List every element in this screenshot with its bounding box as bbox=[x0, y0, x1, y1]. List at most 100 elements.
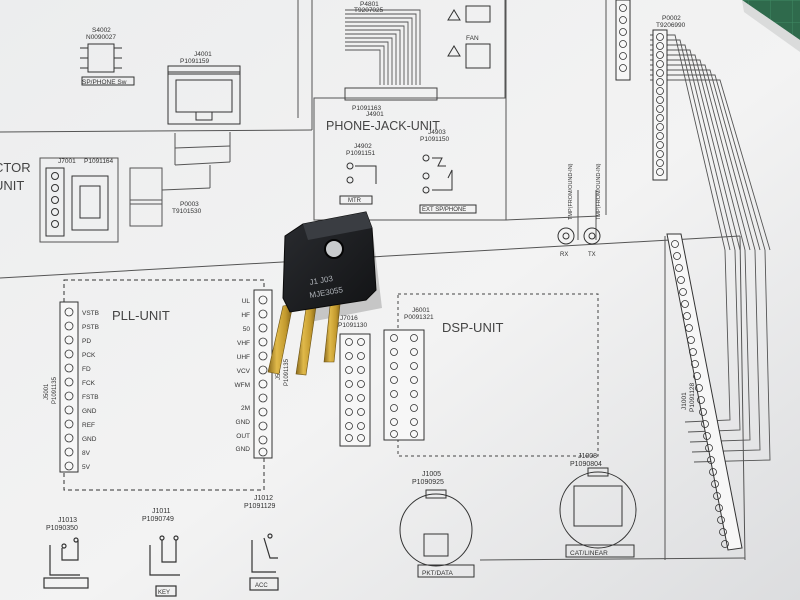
bottom-conn-part: P1090925 bbox=[412, 479, 444, 486]
j1001-part-label: P1091128 bbox=[689, 382, 696, 412]
bottom-connector-labels: J1013 P1090350 J1011 P1090749 KEY J1012 … bbox=[46, 453, 608, 596]
pll-pin-label: UHF bbox=[237, 354, 250, 361]
pll-pin-label: VCV bbox=[237, 368, 251, 375]
j4001-jack bbox=[167, 65, 241, 125]
transistor-marking-1: J1 J03 bbox=[309, 274, 334, 287]
j4903-part-label: P1091150 bbox=[420, 136, 450, 143]
bottom-conn-caption: CAT/LINEAR bbox=[570, 550, 608, 557]
pll-pin-label: FCK bbox=[82, 380, 96, 387]
transistor-component: J1 J03 MJE3055 bbox=[267, 211, 382, 376]
p0002-part-label: T9206990 bbox=[656, 22, 686, 29]
pll-pin-label: FSTB bbox=[82, 394, 99, 401]
rx-tx-coax bbox=[557, 227, 601, 245]
sp-phone-sw-label: SP/PHONE Sw bbox=[82, 79, 127, 86]
p4801-part-label: T9207025 bbox=[354, 7, 384, 14]
j4001-label: J4001 bbox=[194, 51, 212, 58]
pll-right-pin-labels: UL HF 50 VHF UHF VCV WFM 2M GND OUT GND bbox=[234, 298, 250, 453]
pll-pin-label: 5V bbox=[82, 464, 91, 471]
j4901-part-label: P1091163 bbox=[352, 105, 382, 112]
pll-pin-label: GND bbox=[236, 446, 251, 453]
pll-pin-label: PCK bbox=[82, 352, 96, 359]
pll-pin-label: 8V bbox=[82, 450, 91, 457]
rx-label: RX bbox=[560, 252, 568, 258]
bottom-conn-part: P1091129 bbox=[244, 503, 276, 510]
bottom-conn-caption: PKT/DATA bbox=[422, 570, 453, 577]
s4002-label: S4002 bbox=[92, 27, 111, 34]
j4901-label: J4901 bbox=[366, 111, 384, 118]
j7001-part-label: P1091164 bbox=[84, 158, 114, 165]
bottom-conn-id: J1011 bbox=[152, 508, 171, 515]
paper-edge-shadow bbox=[742, 0, 800, 52]
pll-pin-label: REF bbox=[82, 422, 95, 429]
pll-unit-title: PLL-UNIT bbox=[112, 308, 170, 323]
transistor-body bbox=[282, 211, 377, 313]
unit-title-partial: UNIT bbox=[0, 178, 24, 193]
tx-connector-label: TMP(FROM/OUND-IN) bbox=[596, 163, 602, 220]
j4901-connector bbox=[344, 87, 438, 101]
schematic-lines bbox=[0, 0, 746, 561]
bottom-jack-symbols bbox=[43, 533, 279, 597]
tx-label: TX bbox=[588, 252, 596, 258]
p4801-fanout bbox=[345, 9, 421, 85]
pll-pin-label: OUT bbox=[236, 433, 250, 440]
connector-title-partial: CTOR bbox=[0, 160, 31, 175]
p0002-pin-strip bbox=[652, 29, 668, 181]
phone-jacks bbox=[339, 154, 477, 214]
j7001-connector bbox=[45, 167, 109, 237]
p0003-label: P0003 bbox=[180, 201, 199, 208]
pll-pin-label: VSTB bbox=[82, 310, 99, 317]
pll-pin-label: HF bbox=[241, 312, 250, 319]
rx-connector-label: TMP(FROM/OUND-IN) bbox=[568, 163, 574, 220]
right-edge-pin-strip bbox=[615, 0, 631, 81]
pll-pin-label: GND bbox=[82, 436, 97, 443]
pll-pin-label: VHF bbox=[237, 340, 250, 347]
j4902-part-label: P1091151 bbox=[346, 150, 376, 157]
s4002-part-label: N0090027 bbox=[86, 34, 116, 41]
s4002-switch bbox=[80, 43, 135, 86]
pll-pin-label: GND bbox=[82, 408, 97, 415]
j-center-label: J7016 bbox=[340, 315, 358, 322]
pll-right-pin-strip bbox=[253, 289, 273, 459]
mtr-label: MTR bbox=[348, 198, 362, 204]
pll-pin-label: 50 bbox=[243, 326, 251, 333]
transistor-mounting-hole bbox=[324, 239, 344, 259]
pll-right-conn-part: P1091135 bbox=[284, 358, 290, 386]
bottom-conn-id: J1008 bbox=[578, 453, 597, 460]
j6001-part-label: P0091321 bbox=[404, 314, 434, 321]
p0003-part-label: T9101530 bbox=[172, 208, 202, 215]
schematic-labels: S4002 N0090027 SP/PHONE Sw J4001 P109115… bbox=[0, 1, 696, 412]
pll-pin-label: PD bbox=[82, 338, 91, 345]
j4903-label: J4903 bbox=[428, 129, 446, 136]
j1001-pin-strip bbox=[666, 233, 743, 551]
bottom-conn-id: J1012 bbox=[254, 495, 273, 502]
ext-sp-phone-label: EXT SP/PHONE bbox=[422, 207, 466, 213]
pll-left-conn-label: J5001 bbox=[44, 383, 50, 400]
pll-left-pin-strip bbox=[59, 301, 79, 473]
pll-left-pin-labels: VSTB PSTB PD PCK FD FCK FSTB GND REF GND… bbox=[82, 310, 99, 471]
center-pin-blocks bbox=[339, 329, 425, 447]
pll-pin-label: PSTB bbox=[82, 324, 99, 331]
j7001-label: J7001 bbox=[58, 158, 76, 165]
p4801-label: P4801 bbox=[360, 1, 379, 8]
pll-pin-label: FD bbox=[82, 366, 91, 373]
bottom-conn-part: P1090804 bbox=[570, 461, 602, 468]
phone-jack-unit-title: PHONE-JACK-UNIT bbox=[326, 119, 440, 133]
bottom-conn-id: J1013 bbox=[58, 517, 77, 524]
fan-label: FAN bbox=[466, 35, 479, 42]
j1001-label: J1001 bbox=[681, 392, 688, 410]
pll-pin-label: WFM bbox=[234, 382, 250, 389]
j4001-part-label: P1091159 bbox=[180, 58, 210, 65]
j-center-part-label: P1091130 bbox=[338, 322, 368, 329]
p0002-label: P0002 bbox=[662, 15, 681, 22]
pll-pin-label: GND bbox=[236, 419, 251, 426]
pll-pin-label: 2M bbox=[241, 405, 250, 412]
dsp-unit-title: DSP-UNIT bbox=[442, 320, 503, 335]
j6001-label: J6001 bbox=[412, 307, 430, 314]
pll-pin-label: UL bbox=[242, 298, 251, 305]
bottom-conn-part: P1090749 bbox=[142, 516, 174, 523]
bottom-conn-id: J1005 bbox=[422, 471, 441, 478]
bottom-conn-caption: ACC bbox=[255, 583, 268, 589]
